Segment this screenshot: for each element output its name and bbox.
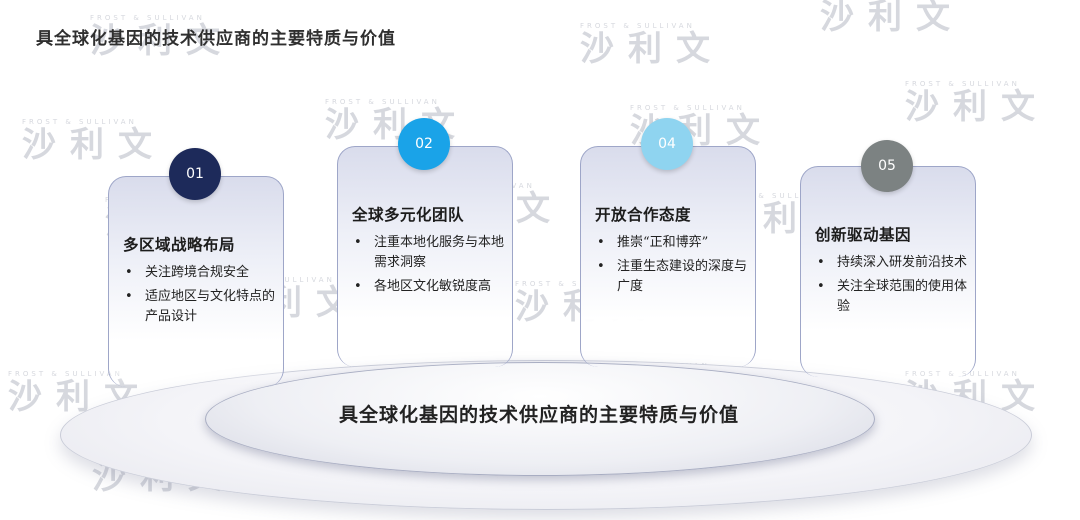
card-title: 全球多元化团队 xyxy=(352,205,465,224)
watermark-cn: 沙利文 xyxy=(22,125,166,165)
feature-card-02: 全球多元化团队 注重本地化服务与本地需求洞察 各地区文化敏锐度高 xyxy=(337,146,513,367)
watermark-en: FROST & SULLIVAN xyxy=(325,98,440,106)
number-badge-05: 05 xyxy=(861,140,913,192)
bullet-list: 持续深入研发前沿技术 关注全球范围的使用体验 xyxy=(815,253,967,321)
page-title: 具全球化基因的技术供应商的主要特质与价值 xyxy=(36,29,396,49)
bullet-list: 推崇“正和博弈” 注重生态建设的深度与广度 xyxy=(595,233,747,301)
watermark: FROST & SULLIVAN 沙利文 xyxy=(905,80,1049,126)
card-title: 多区域战略布局 xyxy=(123,235,236,254)
bullet-item: 各地区文化敏锐度高 xyxy=(352,277,504,297)
watermark-cn: 沙利文 xyxy=(820,0,964,37)
watermark: FROST & SULLIVAN 沙利文 xyxy=(22,118,166,164)
base-platform-inner xyxy=(205,362,875,476)
bullet-item: 持续深入研发前沿技术 xyxy=(815,253,967,273)
number-badge-01: 01 xyxy=(169,148,221,200)
card-title: 创新驱动基因 xyxy=(815,225,912,244)
watermark-cn: 沙利文 xyxy=(905,87,1049,127)
feature-card-05: 创新驱动基因 持续深入研发前沿技术 关注全球范围的使用体验 xyxy=(800,166,976,377)
watermark-en: FROST & SULLIVAN xyxy=(580,22,695,30)
watermark: FROST & SULLIVAN 沙利文 xyxy=(580,22,724,68)
bullet-item: 注重本地化服务与本地需求洞察 xyxy=(352,233,504,273)
watermark: FROST & SULLIVAN 沙利文 xyxy=(820,0,964,36)
watermark-cn: 沙利文 xyxy=(580,29,724,69)
feature-card-01: 多区域战略布局 关注跨境合规安全 适应地区与文化特点的产品设计 xyxy=(108,176,284,387)
number-badge-04: 04 xyxy=(641,118,693,170)
card-title: 开放合作态度 xyxy=(595,205,692,224)
watermark-en: FROST & SULLIVAN xyxy=(90,14,205,22)
bullet-list: 关注跨境合规安全 适应地区与文化特点的产品设计 xyxy=(123,263,275,331)
bullet-item: 注重生态建设的深度与广度 xyxy=(595,257,747,297)
bullet-item: 推崇“正和博弈” xyxy=(595,233,747,253)
feature-card-04: 开放合作态度 推崇“正和博弈” 注重生态建设的深度与广度 xyxy=(580,146,756,367)
bullet-item: 关注全球范围的使用体验 xyxy=(815,277,967,317)
center-label: 具全球化基因的技术供应商的主要特质与价值 xyxy=(338,404,739,426)
bullet-item: 关注跨境合规安全 xyxy=(123,263,275,283)
watermark-en: FROST & SULLIVAN xyxy=(630,104,745,112)
watermark-en: FROST & SULLIVAN xyxy=(905,80,1020,88)
watermark-en: FROST & SULLIVAN xyxy=(22,118,137,126)
bullet-list: 注重本地化服务与本地需求洞察 各地区文化敏锐度高 xyxy=(352,233,504,301)
bullet-item: 适应地区与文化特点的产品设计 xyxy=(123,287,275,327)
number-badge-02: 02 xyxy=(398,118,450,170)
